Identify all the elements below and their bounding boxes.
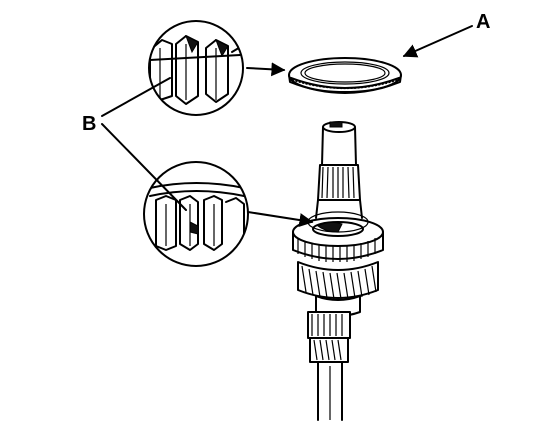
callout-b: B xyxy=(82,113,96,135)
leader-lines xyxy=(101,25,473,227)
mainshaft-assembly xyxy=(292,121,384,421)
callout-a: A xyxy=(476,11,490,33)
synchro-sleeve xyxy=(288,57,402,94)
detail-circle-lower xyxy=(143,161,249,267)
detail-circle-upper xyxy=(148,20,244,116)
